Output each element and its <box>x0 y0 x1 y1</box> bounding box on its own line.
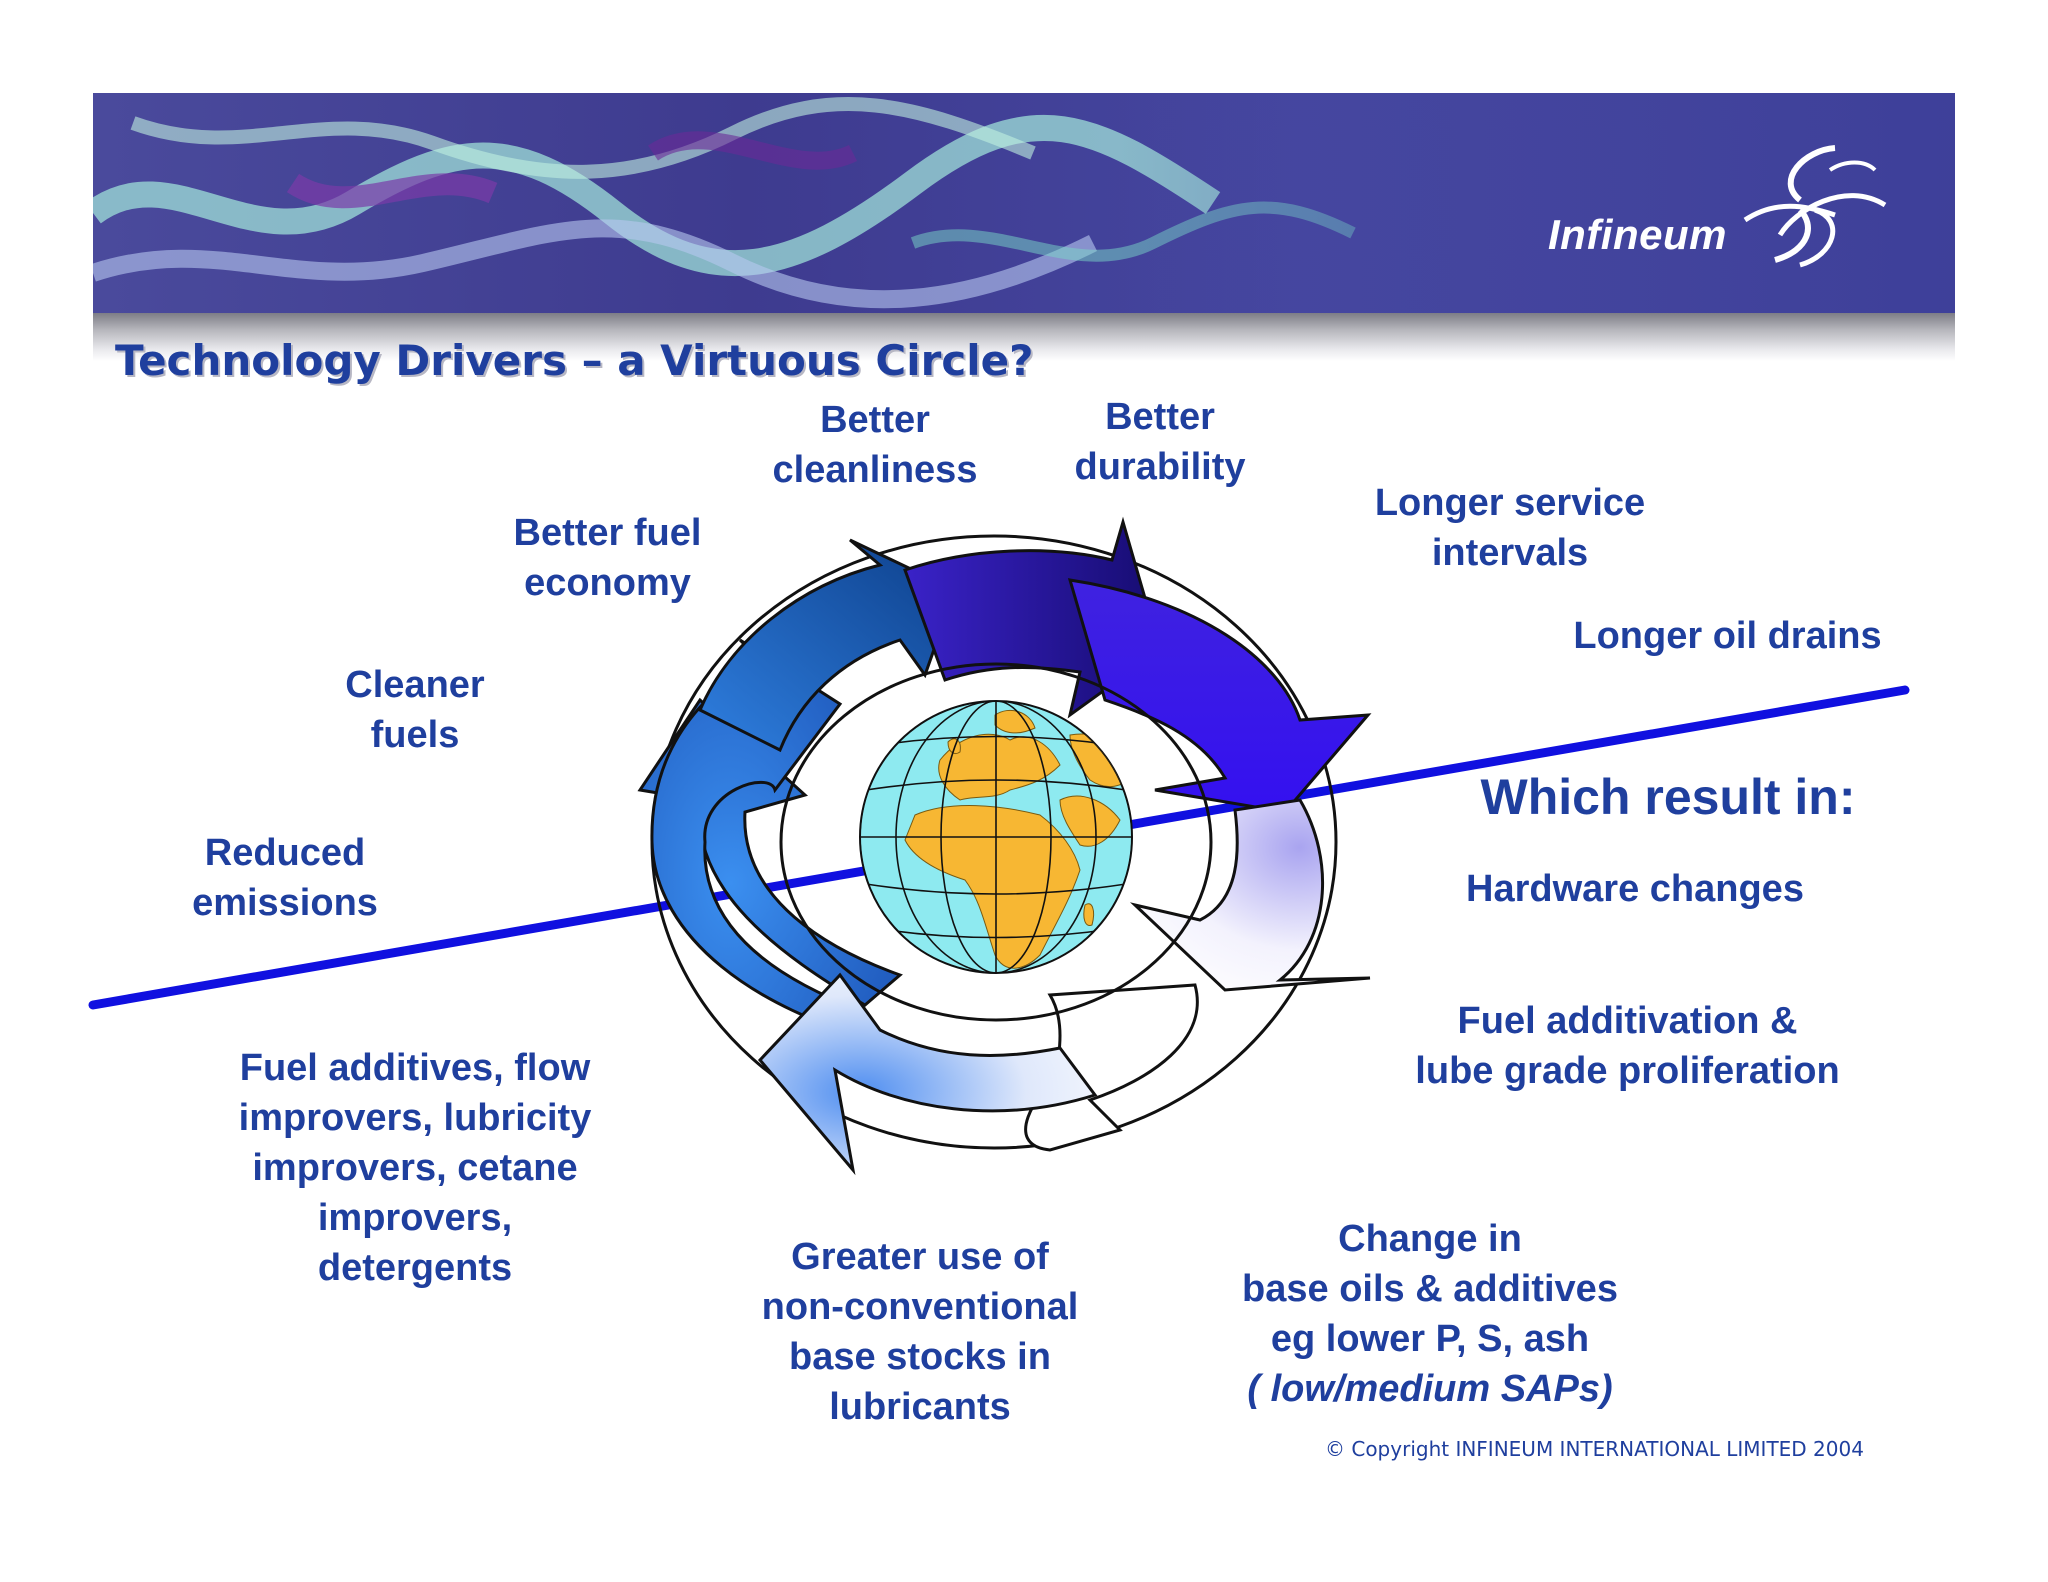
label-hardware-changes: Hardware changes <box>1466 868 1804 910</box>
label-longer-oil-drains: Longer oil drains <box>1573 615 1882 657</box>
copyright-notice: © Copyright INFINEUM INTERNATIONAL LIMIT… <box>1325 1437 1864 1461</box>
cycle-arrow-upper-left <box>698 538 957 753</box>
label-fuel-additivation: Fuel additivation & lube grade prolifera… <box>1415 1000 1840 1092</box>
label-reduced-emissions: Reduced emissions <box>192 832 378 924</box>
label-longer-service-intervals: Longer service intervals <box>1374 482 1646 574</box>
change-in-base-oils-text: Change in base oils & additives eg lower… <box>1242 1218 1618 1360</box>
cycle-arrow-bottom-left <box>757 972 1098 1176</box>
label-better-fuel-economy: Better fuel economy <box>513 512 702 604</box>
results-heading: Which result in: <box>1480 769 1856 825</box>
label-better-cleanliness: Better cleanliness <box>772 399 978 491</box>
header-banner <box>93 93 1955 313</box>
label-greater-use: Greater use of non-conventional base sto… <box>761 1236 1079 1428</box>
cycle-arrow-lower-right <box>1129 798 1371 992</box>
change-in-base-oils-note: ( low/medium SAPs) <box>1247 1368 1613 1410</box>
infineum-logo-icon <box>1743 145 1887 268</box>
cycle-arrow-bottom-white <box>1024 983 1199 1152</box>
label-better-durability: Better durability <box>1074 396 1246 488</box>
label-fuel-additives: Fuel additives, flow improvers, lubricit… <box>238 1047 592 1289</box>
globe-icon <box>859 700 1133 974</box>
label-change-in-base-oils: Change in base oils & additives eg lower… <box>1180 1164 1680 1464</box>
cycle-arrow-right <box>1067 578 1372 814</box>
label-cleaner-fuels: Cleaner fuels <box>345 664 485 756</box>
logo-text: Infineum <box>1548 211 1727 258</box>
banner-shadow <box>93 313 1955 361</box>
slide-title: Technology Drivers – a Virtuous Circle? <box>115 336 1034 385</box>
